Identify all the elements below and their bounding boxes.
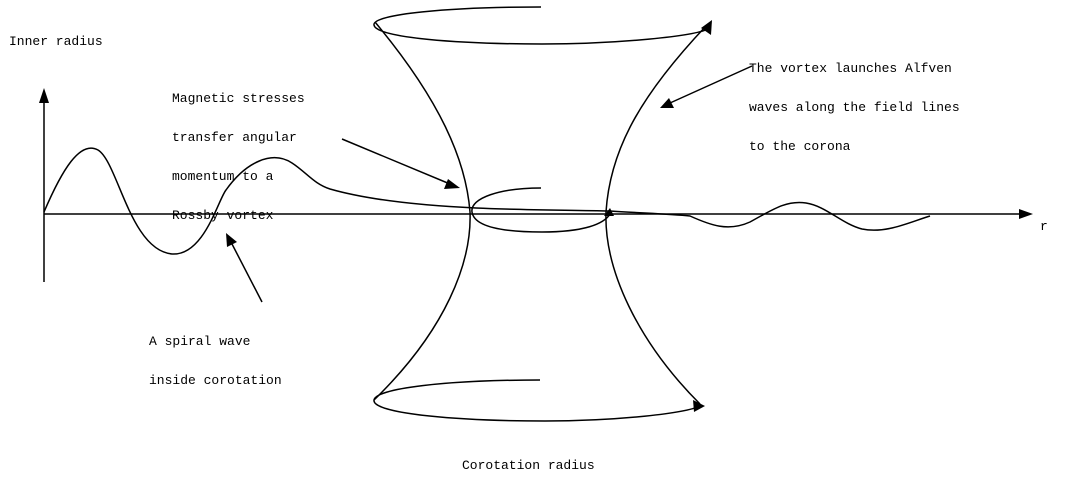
magnetic-stresses-line-1: Magnetic stresses [172,91,305,106]
spiral-wave-pointer-head [226,233,237,247]
top-loop-arrowhead [701,20,712,35]
bottom-loop-arrowhead [693,400,705,412]
r-axis-label: r [1040,219,1048,234]
vortex-launches-line-2: waves along the field lines [749,100,960,115]
outer-wave-curve [609,201,931,231]
spiral-wave-line-2: inside corotation [149,373,282,388]
vortex-launches-line-1: The vortex launches Alfven [749,61,952,76]
magnetic-stresses-label: Magnetic stresses transfer angular momen… [172,66,305,248]
r-axis-arrowhead [1019,209,1033,219]
spiral-wave-line-1: A spiral wave [149,334,251,349]
magnetic-stresses-line-3: momentum to a [172,169,274,184]
alfven-pointer [669,65,753,104]
spiral-wave-pointer [231,243,263,303]
top-field-loop [373,6,709,45]
left-field-line [373,21,471,401]
vortex-launches-line-3: to the corona [749,139,851,154]
vortex-loop [471,187,611,233]
right-field-line [605,25,707,405]
spiral-wave-curve [43,147,611,255]
corotation-radius-label: Corotation radius [462,458,595,473]
magnetic-stresses-line-2: transfer angular [172,130,297,145]
magnetic-stresses-line-4: Rossby vortex [172,208,274,223]
magnetic-stresses-pointer-head [444,179,460,189]
magnetic-stresses-pointer [341,138,451,185]
spiral-wave-label: A spiral wave inside corotation [149,309,282,413]
vortex-arrowhead [604,208,614,216]
alfven-pointer-head [660,98,674,108]
vortex-launches-label: The vortex launches Alfven waves along t… [749,36,960,179]
bottom-field-loop [373,379,701,422]
vertical-axis-arrowhead [39,88,49,103]
inner-radius-label: Inner radius [9,34,103,49]
